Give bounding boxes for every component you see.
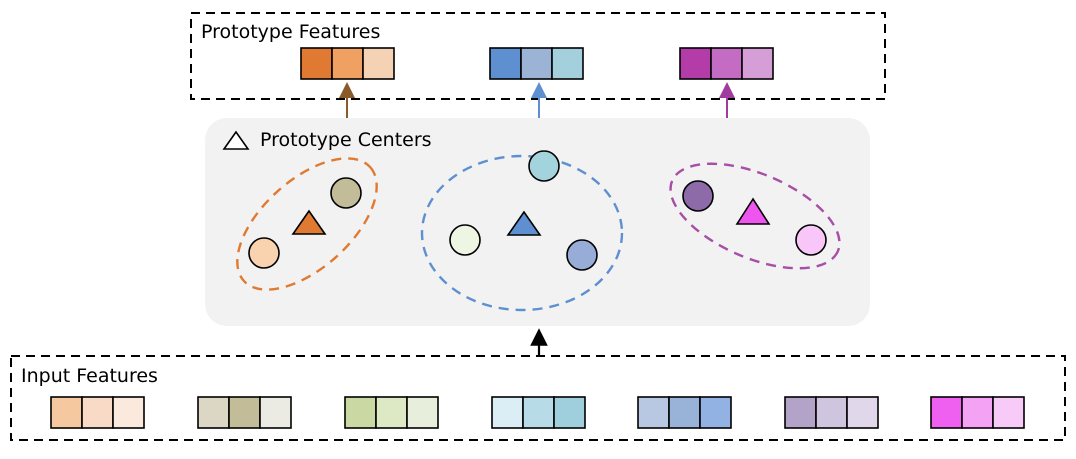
orange-prototype-center [291, 209, 327, 235]
purple-cluster-point [682, 180, 714, 212]
pink-input [930, 396, 1025, 429]
purple-prototype-center [735, 197, 771, 225]
prototype-centers-legend-label: Prototype Centers [260, 129, 432, 151]
green-input [344, 396, 439, 429]
feature-cell [344, 396, 377, 429]
feature-cell [668, 396, 701, 429]
feature-cell [331, 47, 364, 80]
feature-cell [520, 47, 553, 80]
feature-cell [300, 47, 333, 80]
blue-cluster-point [566, 239, 598, 271]
violet-input [784, 396, 879, 429]
prototype-features-title: Prototype Features [201, 21, 380, 43]
prototype-centers-panel: Prototype Centers [205, 118, 870, 326]
orange-prototype [300, 47, 395, 80]
feature-cell [551, 47, 584, 80]
purple-cluster-point [795, 224, 827, 256]
feature-cell [259, 396, 292, 429]
input-features-border [10, 355, 1066, 441]
feature-cell [491, 396, 524, 429]
feature-cell [50, 396, 83, 429]
cyan-input [491, 396, 586, 429]
blue-cluster-point [449, 224, 481, 256]
feature-cell [784, 396, 817, 429]
feature-cell [637, 396, 670, 429]
orange-cluster-point [248, 237, 280, 269]
feature-cell [699, 396, 732, 429]
feature-cell [362, 47, 395, 80]
feature-cell [710, 47, 743, 80]
blue-input [637, 396, 732, 429]
legend-triangle-icon [222, 130, 250, 150]
input-features-title: Input Features [21, 365, 158, 387]
purple-prototype [679, 47, 774, 80]
feature-cell [846, 396, 879, 429]
input-feature-groups [50, 396, 1025, 429]
feature-cell [197, 396, 230, 429]
purple-cluster-outline [669, 162, 841, 270]
feature-cell [228, 396, 261, 429]
feature-cell [992, 396, 1025, 429]
prototype-arrows [339, 82, 735, 119]
blue-prototype-center [506, 210, 542, 236]
feature-cell [815, 396, 848, 429]
prototype-features-panel: Prototype Features [190, 12, 886, 100]
blue-cluster-outline [420, 154, 624, 312]
prototype-feature-groups [300, 47, 774, 80]
feature-cell [81, 396, 114, 429]
feature-cell [679, 47, 712, 80]
feature-cell [930, 396, 963, 429]
blue-cluster-point [528, 150, 560, 182]
feature-cell [522, 396, 555, 429]
purple-cluster [669, 162, 841, 270]
orange-cluster-outline [236, 157, 378, 291]
input-features-panel: Input Features [10, 355, 1066, 441]
blue-prototype [489, 47, 584, 80]
orange-input [50, 396, 145, 429]
feature-cell [112, 396, 145, 429]
orange-cluster-point [330, 177, 362, 209]
feature-cell [406, 396, 439, 429]
feature-cell [375, 396, 408, 429]
blue-cluster [420, 150, 624, 312]
olive-input [197, 396, 292, 429]
orange-cluster [236, 157, 378, 291]
feature-cell [489, 47, 522, 80]
feature-cell [961, 396, 994, 429]
feature-cell [741, 47, 774, 80]
feature-cell [553, 396, 586, 429]
